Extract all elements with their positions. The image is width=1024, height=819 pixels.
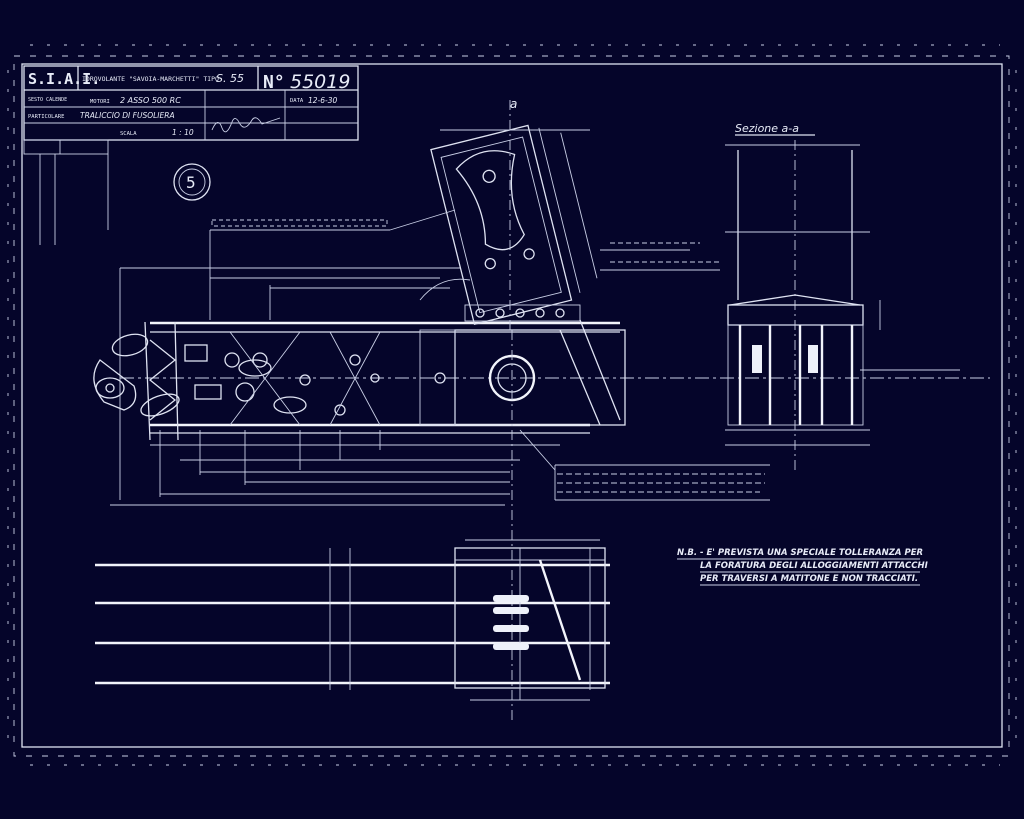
sheet-border xyxy=(7,44,1017,766)
date-label: DATA xyxy=(290,98,304,104)
motors-label: MOTORI xyxy=(90,99,110,105)
revision-table xyxy=(23,139,109,245)
scale-label: SCALA xyxy=(120,131,137,137)
sheet-marker-number: 5 xyxy=(186,173,196,192)
section-marker-a: a xyxy=(510,97,517,111)
section-view-a-a: Sezione a-a xyxy=(725,122,960,470)
number-label: N° xyxy=(263,72,285,93)
motors-value: 2 ASSO 500 RC xyxy=(120,96,181,105)
note-line-2: LA FORATURA DEGLI ALLOGGIAMENTI ATTACCHI xyxy=(700,561,928,571)
main-truss-view: a xyxy=(93,97,990,720)
model-label: S. 55 xyxy=(216,72,244,85)
title-block: S.I.A.I. SESTO CALENDE IDROVOLANTE "SAVO… xyxy=(23,65,359,141)
signature xyxy=(211,117,281,133)
date-value: 12-6-30 xyxy=(308,96,337,105)
note-line-1: N.B. - E' PREVISTA UNA SPECIALE TOLLERAN… xyxy=(677,548,923,558)
sheet-marker: 5 xyxy=(173,163,211,201)
company-subtitle: SESTO CALENDE xyxy=(28,97,67,103)
note-block: N.B. - E' PREVISTA UNA SPECIALE TOLLERAN… xyxy=(677,548,928,586)
lower-elevation-view xyxy=(95,539,610,701)
note-line-3: PER TRAVERSI A MATITONE E NON TRACCIATI. xyxy=(700,574,918,584)
part-label: PARTICOLARE xyxy=(28,114,64,120)
company-name: S.I.A.I. xyxy=(28,70,100,88)
drawing-number: 55019 xyxy=(290,71,350,93)
title-header: IDROVOLANTE "SAVOIA-MARCHETTI" TIPO xyxy=(82,75,219,83)
scale-value: 1 : 10 xyxy=(172,128,194,137)
part-value: TRALICCIO DI FUSOLIERA xyxy=(80,111,175,120)
section-title: Sezione a-a xyxy=(735,122,799,135)
